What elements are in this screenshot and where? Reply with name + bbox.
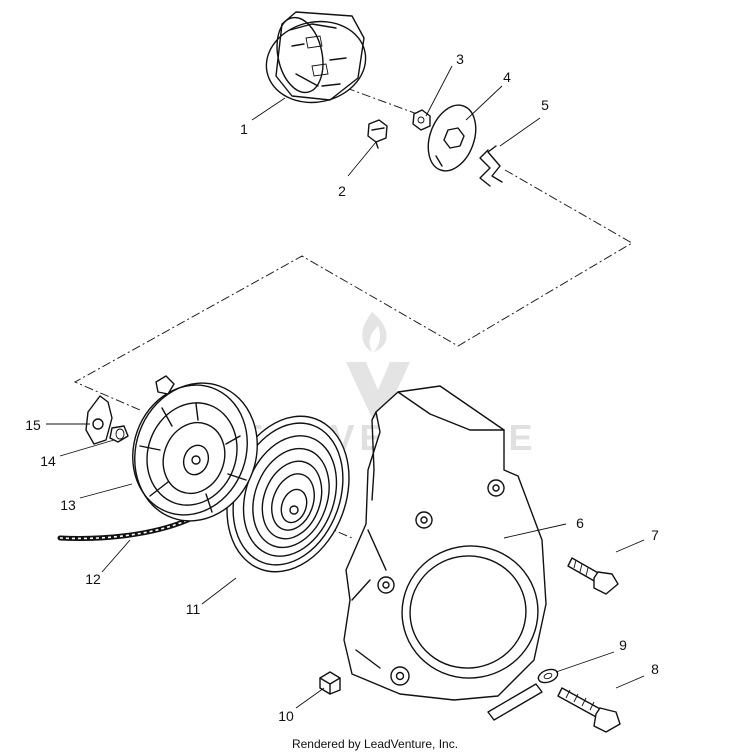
callout-14: 14 — [40, 453, 56, 469]
bolt-part-7 — [567, 557, 619, 595]
callout-11: 11 — [186, 601, 201, 617]
washer-part-9 — [487, 668, 559, 721]
ratchet-part-15 — [85, 395, 113, 445]
starter-pulley-part-1 — [265, 11, 367, 104]
callout-7: 7 — [651, 527, 659, 543]
nut-part-3 — [412, 109, 431, 131]
footer-credit: Rendered by LeadVenture, Inc. — [291, 737, 459, 751]
callout-2: 2 — [338, 183, 346, 199]
nut-part-10 — [319, 671, 341, 695]
callout-3: 3 — [456, 51, 464, 67]
spring-clip-part-5 — [479, 145, 503, 187]
callout-6: 6 — [576, 515, 584, 531]
bolt-part-8 — [557, 687, 621, 733]
callout-15: 15 — [25, 417, 41, 433]
callout-13: 13 — [60, 497, 76, 513]
bolt-part-2 — [367, 119, 388, 149]
reel-part-13 — [132, 375, 258, 522]
starter-housing-part-6 — [343, 385, 547, 701]
callout-10: 10 — [278, 708, 294, 724]
callout-12: 12 — [85, 571, 101, 587]
callout-9: 9 — [619, 637, 627, 653]
leader-lines — [46, 65, 645, 709]
callout-1: 1 — [240, 121, 248, 137]
callout-4: 4 — [503, 69, 511, 85]
pin-part-14 — [109, 425, 129, 443]
callout-5: 5 — [541, 97, 549, 113]
callout-8: 8 — [651, 661, 659, 677]
plate-part-4 — [427, 104, 477, 172]
